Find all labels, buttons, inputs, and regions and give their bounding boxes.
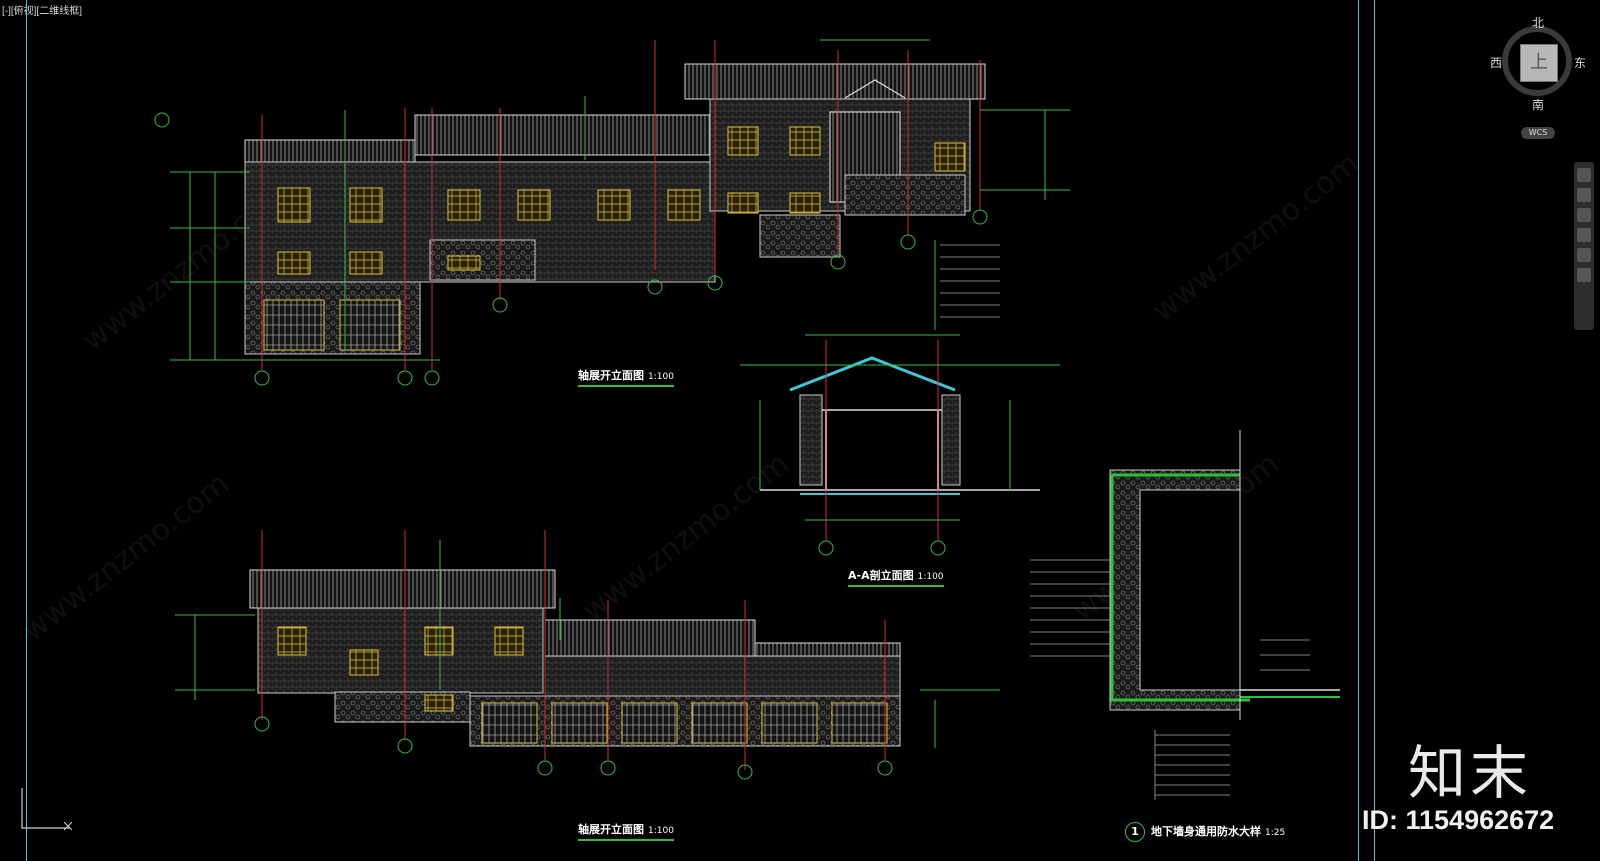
frame-line-left [26, 0, 27, 861]
frame-line-right-1 [1358, 0, 1359, 861]
compass-south[interactable]: 南 [1532, 98, 1545, 112]
orbit-icon[interactable] [1577, 228, 1591, 242]
viewcube-top-face[interactable]: 上 [1520, 44, 1558, 82]
showmotion-icon[interactable] [1577, 248, 1591, 262]
nav-extra-icon[interactable] [1577, 268, 1591, 282]
brand-id: ID: 1154962672 [1362, 805, 1555, 835]
elevation-drawing-2 [175, 530, 1000, 780]
waterproof-detail-drawing [1030, 430, 1340, 800]
compass-west[interactable]: 西 [1490, 56, 1503, 70]
brand-logo: 知末 [1408, 739, 1533, 807]
navigation-bar[interactable] [1574, 162, 1594, 330]
compass-east[interactable]: 东 [1574, 56, 1587, 70]
pan-icon[interactable] [1577, 188, 1591, 202]
steering-wheel-icon[interactable] [1577, 168, 1591, 182]
compass-ring[interactable] [1502, 26, 1572, 96]
viewcube[interactable]: 上 北 南 西 东 [1490, 14, 1587, 112]
frame-line-right-2 [1374, 0, 1375, 861]
elevation-drawing-1 [154, 39, 1070, 386]
ucs-icon [21, 788, 73, 831]
zoom-icon[interactable] [1577, 208, 1591, 222]
compass-north[interactable]: 北 [1532, 16, 1545, 30]
section-drawing-aa [740, 240, 1060, 556]
wcs-menu[interactable]: WCS [1521, 127, 1555, 139]
detail-number: 1 [1125, 822, 1145, 842]
viewport-controls-label[interactable]: [-][俯视][二维线框] [2, 6, 82, 17]
